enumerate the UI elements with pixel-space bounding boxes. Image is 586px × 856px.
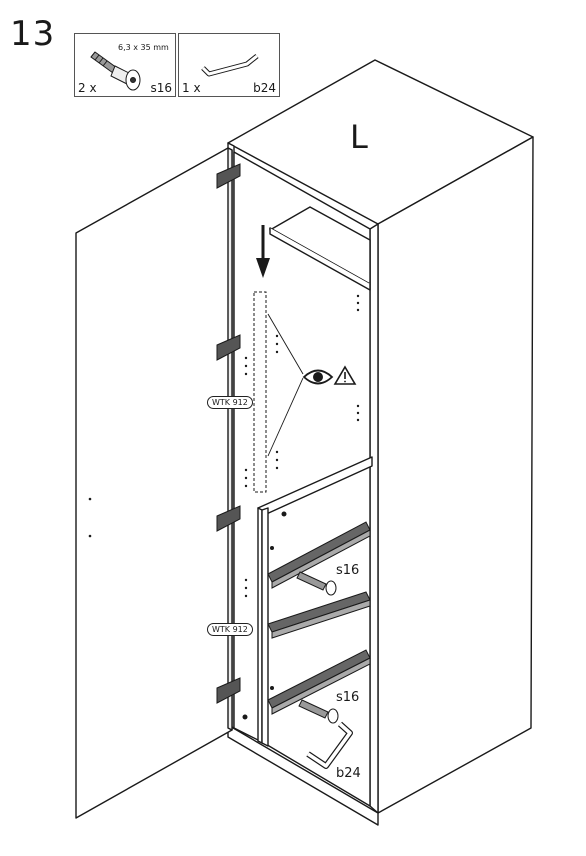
cabinet-door xyxy=(75,147,233,819)
screw-callout-lower: s16 xyxy=(336,690,360,705)
cam-screw-icon xyxy=(90,51,141,91)
cam-screw-icon xyxy=(296,571,339,724)
parts-box-screw: 6,3 x 35 mm 2 x s16 xyxy=(74,33,176,97)
screw-dimension: 6,3 x 35 mm xyxy=(118,43,169,52)
hex-key-icon xyxy=(201,54,259,77)
drawer-rail-icon xyxy=(267,521,371,715)
warning-icon xyxy=(333,365,357,385)
eye-icon xyxy=(302,369,334,385)
screw-quantity: 2 x xyxy=(78,81,97,95)
parts-box-hex-key: 1 x b24 xyxy=(178,33,280,97)
hex-key-quantity: 1 x xyxy=(182,81,201,95)
tool-callout: b24 xyxy=(336,766,361,781)
wtk-tag-lower: WTK 912 xyxy=(207,623,253,636)
hinge-icon xyxy=(216,163,241,704)
hex-key-code: b24 xyxy=(253,81,276,95)
step-number: 13 xyxy=(10,14,56,54)
cabinet-right-side xyxy=(377,136,534,814)
side-label: L xyxy=(350,118,368,156)
wtk-tag-upper: WTK 912 xyxy=(207,396,253,409)
down-arrow-icon xyxy=(256,225,270,278)
cabinet-front-edge xyxy=(369,223,379,814)
screw-callout-upper: s16 xyxy=(336,563,360,578)
screw-code: s16 xyxy=(150,81,172,95)
dashed-rail xyxy=(253,291,267,493)
